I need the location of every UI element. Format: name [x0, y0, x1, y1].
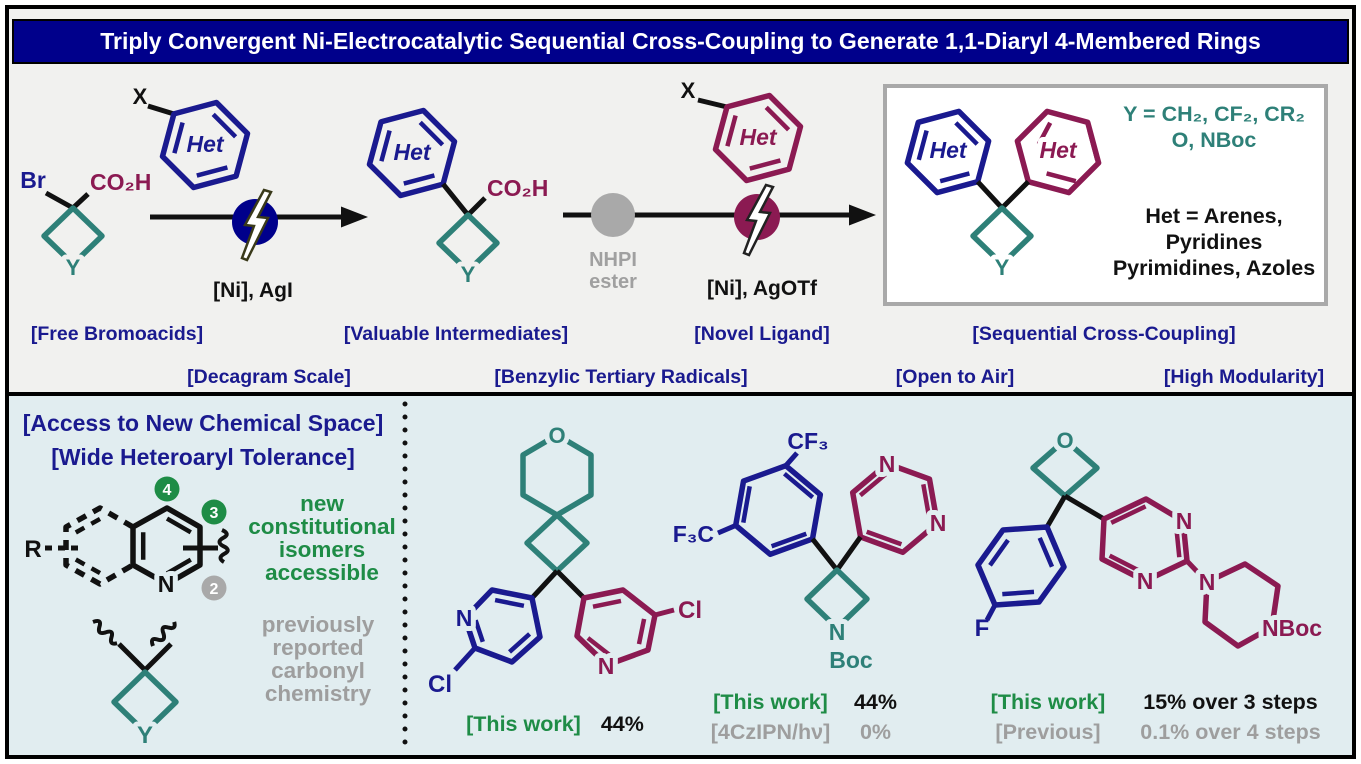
example-3-yield-thiswork: 15% over 3 steps [1143, 690, 1318, 714]
example-3-tag-thiswork: [This work] [990, 690, 1106, 714]
tag-open-to-air: [Open to Air] [895, 366, 1015, 388]
tag-decagram-scale: [Decagram Scale] [187, 366, 351, 388]
figure-title: Triply Convergent Ni-Electrocatalytic Se… [12, 19, 1349, 64]
tag-novel-ligand: [Novel Ligand] [694, 323, 830, 345]
het-definition-line1: Het = Arenes, [1145, 204, 1283, 228]
example-2-tag-thiswork: [This work] [713, 690, 828, 714]
y-definition-line2: O, NBoc [1171, 128, 1257, 152]
example-1-result: [This work] 44% [440, 712, 670, 737]
example-2-tag-photoredox: [4CzIPN/hν] [710, 720, 831, 744]
tag-high-modularity: [High Modularity] [1163, 366, 1325, 388]
tag-sequential-cross-coupling: [Sequential Cross-Coupling] [972, 323, 1236, 345]
het-definition-line2: Pyridines [1165, 230, 1263, 254]
panel-headline-1: [Access to New Chemical Space] [22, 410, 384, 436]
example-2-results: [This work] 44% [4CzIPN/hν] 0% [703, 690, 913, 745]
example-1-yield: 44% [600, 712, 644, 736]
het-definition: Het = Arenes, Pyridines Pyrimidines, Azo… [1064, 203, 1361, 281]
example-3-yield-previous: 0.1% over 4 steps [1140, 720, 1321, 744]
tag-benzylic-tertiary-radicals: [Benzylic Tertiary Radicals] [494, 366, 748, 388]
tag-free-bromoacids: [Free Bromoacids] [30, 323, 204, 345]
example-2-yield-thiswork: 44% [853, 690, 898, 714]
new-isomers-note: new constitutional isomers accessible [248, 491, 396, 585]
tag-valuable-intermediates: [Valuable Intermediates] [343, 323, 569, 345]
example-1-tag: [This work] [466, 712, 581, 736]
example-2-yield-photoredox: 0% [859, 720, 892, 744]
y-definition: Y = CH₂, CF₂, CR₂ O, NBoc [1064, 101, 1361, 153]
previous-chemistry-note: previously reported carbonyl chemistry [261, 612, 375, 706]
panel-headline-2: [Wide Heteroaryl Tolerance] [51, 444, 355, 470]
example-3-results: [This work] 15% over 3 steps [Previous] … [973, 690, 1338, 745]
example-3-tag-previous: [Previous] [995, 720, 1101, 744]
het-definition-line3: Pyrimidines, Azoles [1112, 256, 1316, 280]
y-definition-line1: Y = CH₂, CF₂, CR₂ [1123, 102, 1305, 126]
